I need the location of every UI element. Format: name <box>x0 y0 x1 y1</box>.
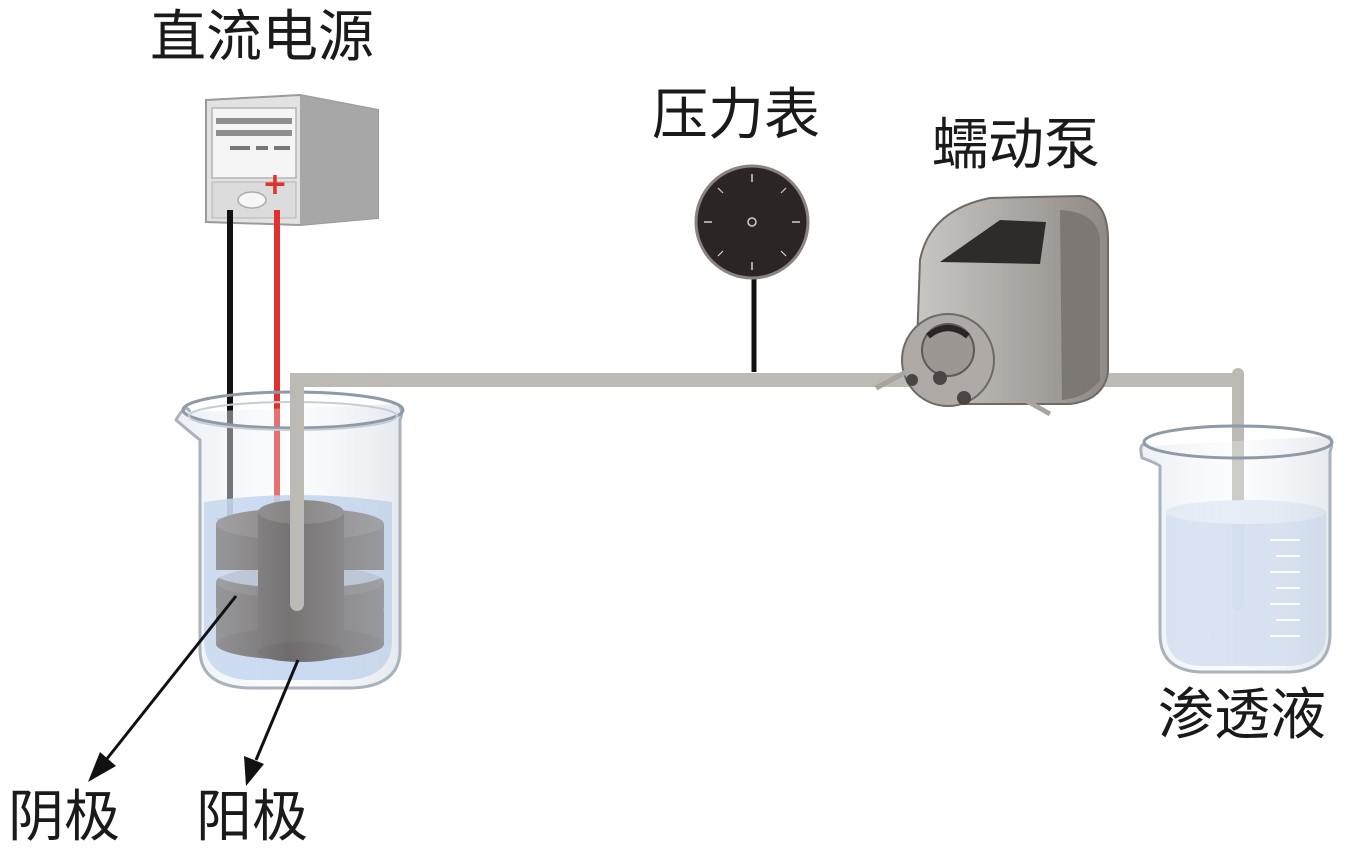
gauge-face <box>694 164 810 280</box>
reaction-beaker <box>174 390 405 690</box>
pressure-gauge <box>694 164 810 372</box>
dc-power-supply: + <box>205 93 379 227</box>
permeate-beaker <box>1139 424 1334 674</box>
peristaltic-pump <box>874 194 1109 417</box>
power-display-button <box>237 191 267 209</box>
permeate-label: 渗透液 <box>1158 683 1326 748</box>
pressure-gauge-label: 压力表 <box>652 83 820 148</box>
power-supply-label: 直流电源 <box>150 5 374 70</box>
plus-sign: + <box>262 167 287 202</box>
graduation-marks <box>1270 539 1300 637</box>
cathode-label: 阴极 <box>8 785 120 850</box>
cathode-pointer <box>88 595 238 782</box>
anode-label: 阳极 <box>196 785 308 850</box>
peristaltic-pump-label: 蠕动泵 <box>932 113 1100 178</box>
anode-pointer <box>244 659 300 786</box>
pump-screen <box>940 220 1046 264</box>
tubing <box>290 368 1244 611</box>
